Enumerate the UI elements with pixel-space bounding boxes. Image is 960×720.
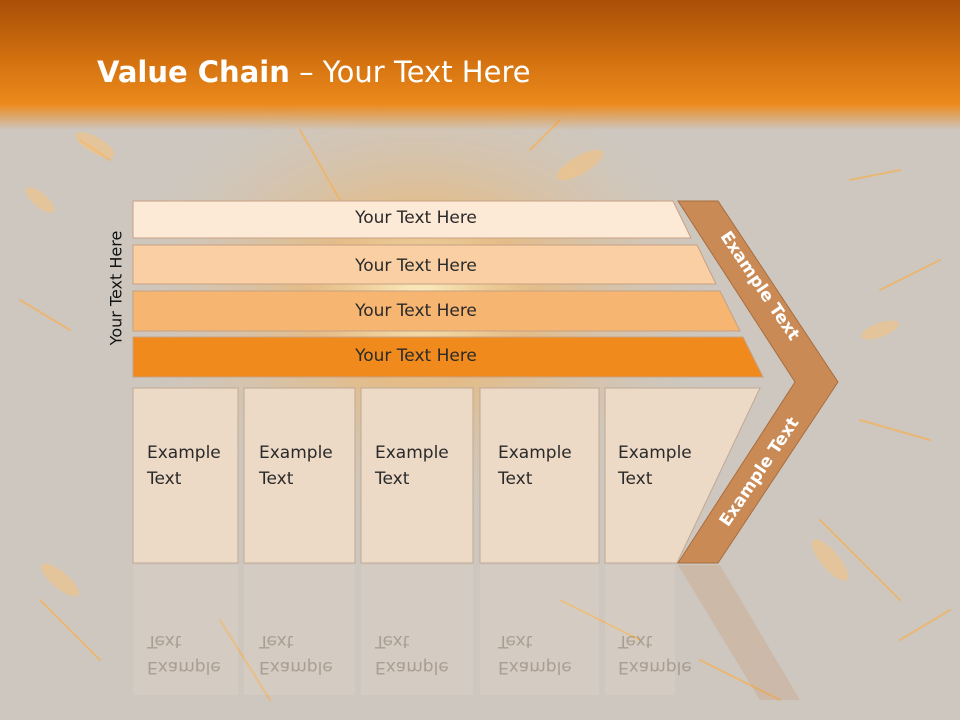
row-shape-3 <box>132 290 741 332</box>
page-title: Value Chain – Your Text Here <box>97 55 531 89</box>
title-bold: Value Chain <box>97 55 290 89</box>
row-shape-4 <box>132 336 764 378</box>
row-label-2: Your Text Here <box>355 256 477 276</box>
column-shape-2 <box>243 387 356 564</box>
title-rest: – Your Text Here <box>289 55 531 89</box>
column-shape-3 <box>360 387 474 564</box>
column-shape-4 <box>479 387 600 564</box>
header-band <box>0 0 960 130</box>
row-label-4: Your Text Here <box>355 346 477 366</box>
row-label-1: Your Text Here <box>355 208 477 228</box>
column-shape-1 <box>132 387 239 564</box>
row-shape-2 <box>132 244 717 285</box>
row-shape-1 <box>132 200 692 239</box>
chevron-shape <box>677 200 839 564</box>
column-shape-5 <box>604 387 761 564</box>
row-label-3: Your Text Here <box>355 301 477 321</box>
